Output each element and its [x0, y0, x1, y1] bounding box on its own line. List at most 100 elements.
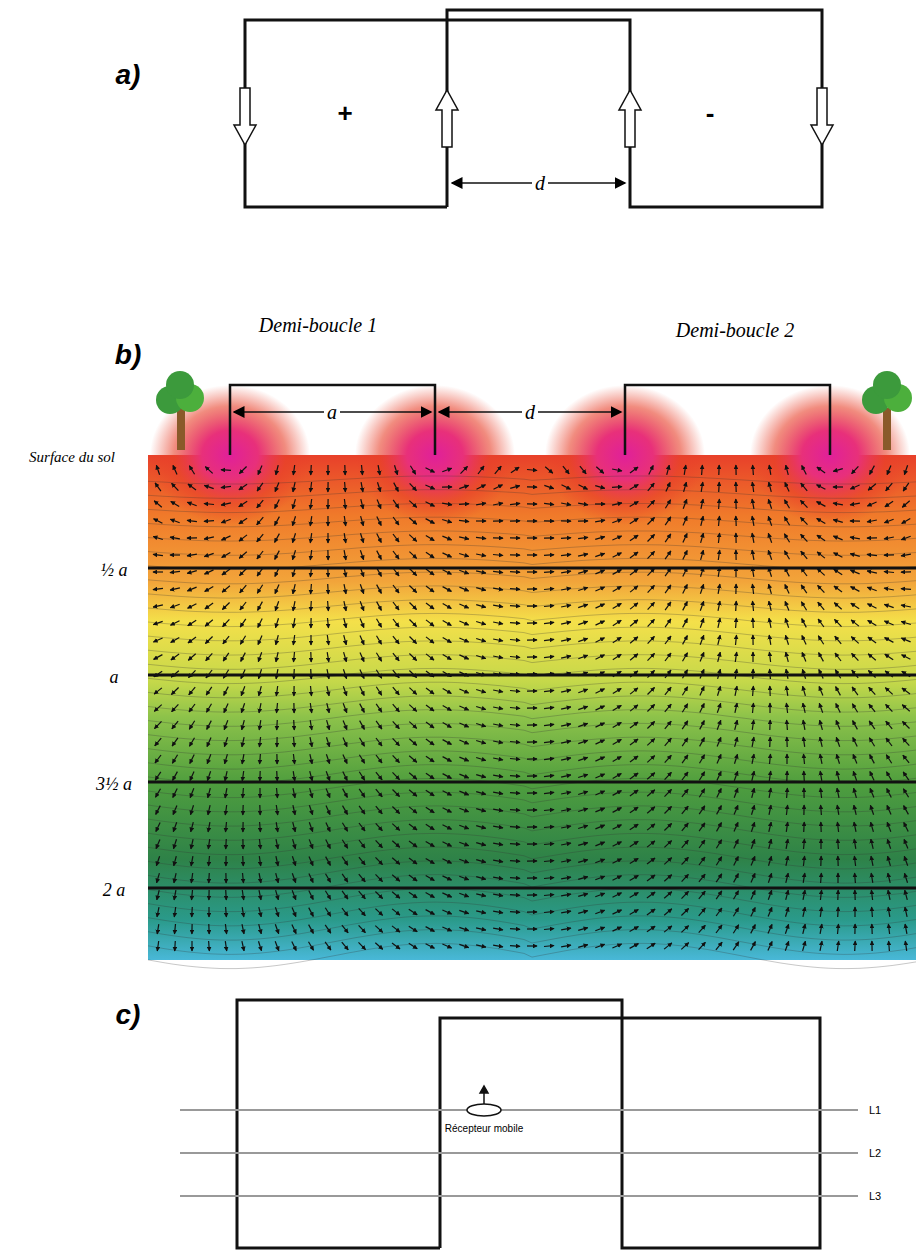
- field-arrow: [344, 516, 345, 526]
- panel-letter: b): [115, 340, 141, 371]
- field-arrow: [426, 637, 434, 643]
- field-arrow: [751, 908, 755, 917]
- field-arrow: [544, 571, 554, 573]
- contour-line: [148, 517, 916, 527]
- field-arrow: [817, 535, 825, 541]
- field-arrow: [476, 588, 486, 591]
- field-arrow: [716, 857, 721, 865]
- field-arrow: [683, 551, 687, 560]
- field-arrow: [718, 618, 720, 628]
- field-arrow: [544, 724, 554, 725]
- field-arrow: [699, 789, 704, 797]
- field-arrow: [544, 946, 554, 947]
- field-arrow: [476, 877, 486, 880]
- field-arrow: [259, 856, 260, 866]
- field-arrow: [325, 942, 331, 950]
- contour-line: [148, 641, 916, 655]
- field-arrow: [360, 687, 364, 696]
- field-arrow: [221, 519, 230, 522]
- field-arrow: [734, 891, 739, 900]
- field-arrow: [376, 653, 381, 662]
- field-arrow: [171, 688, 178, 695]
- field-arrow: [596, 740, 605, 744]
- field-arrow: [240, 602, 246, 610]
- dimension-label: d: [522, 401, 538, 423]
- field-arrow: [325, 908, 330, 916]
- field-arrow: [613, 654, 621, 659]
- field-arrow: [409, 739, 416, 746]
- field-arrow: [527, 877, 537, 878]
- field-arrow: [527, 690, 537, 691]
- field-arrow: [293, 618, 295, 628]
- field-arrow: [189, 721, 194, 729]
- field-arrow: [174, 941, 176, 951]
- loop-a: [245, 10, 822, 207]
- field-arrow: [293, 550, 296, 560]
- field-arrow: [242, 941, 244, 951]
- field-arrow: [700, 755, 705, 764]
- field-arrow: [718, 601, 720, 611]
- field-arrow: [459, 485, 468, 488]
- field-arrow: [310, 465, 312, 475]
- field-arrow: [735, 584, 736, 594]
- field-arrow: [476, 503, 486, 505]
- field-arrow: [785, 601, 789, 610]
- field-arrow: [801, 602, 806, 611]
- field-arrow: [409, 773, 417, 779]
- contour-line: [148, 875, 916, 898]
- field-arrow: [578, 757, 587, 760]
- contour-line: [148, 558, 916, 569]
- field-arrow: [510, 725, 520, 726]
- field-arrow: [817, 502, 826, 507]
- field-arrow: [207, 721, 212, 730]
- field-arrow: [208, 839, 209, 849]
- field-arrow: [700, 738, 705, 747]
- field-arrow: [293, 720, 295, 730]
- field-arrow: [276, 771, 278, 781]
- field-arrow: [684, 482, 687, 492]
- field-arrow: [820, 720, 823, 730]
- field-arrow: [155, 721, 162, 728]
- field-arrow: [293, 788, 295, 798]
- field-arrow: [310, 737, 312, 747]
- field-arrow: [613, 757, 622, 762]
- field-arrow: [544, 929, 554, 930]
- field-arrow: [785, 585, 789, 594]
- field-arrow: [191, 873, 192, 883]
- field-arrow: [786, 465, 789, 475]
- field-arrow: [683, 636, 688, 645]
- field-arrow: [700, 584, 703, 593]
- field-arrow: [459, 604, 468, 608]
- field-arrow: [700, 618, 703, 627]
- field-arrow: [510, 809, 520, 811]
- field-arrow: [769, 788, 771, 798]
- field-arrow: [188, 637, 196, 643]
- field-arrow: [578, 689, 587, 692]
- field-arrow: [360, 618, 364, 627]
- field-arrow: [276, 635, 279, 645]
- field-arrow: [884, 604, 893, 607]
- field-arrow: [578, 723, 587, 726]
- field-arrow: [222, 603, 229, 610]
- field-arrow: [223, 636, 229, 644]
- contour-line: [148, 737, 916, 755]
- field-arrow: [834, 586, 842, 592]
- field-arrow: [561, 707, 571, 709]
- field-arrow: [293, 703, 294, 713]
- field-arrow: [648, 602, 655, 609]
- field-arrow: [665, 738, 672, 746]
- field-arrow: [157, 907, 159, 917]
- field-arrow: [527, 826, 537, 827]
- field-arrow: [459, 689, 468, 693]
- field-arrow: [174, 856, 177, 866]
- field-arrow: [648, 500, 655, 507]
- field-arrow: [426, 535, 434, 540]
- field-arrow: [665, 755, 672, 762]
- field-arrow: [493, 775, 503, 777]
- field-arrow: [310, 771, 313, 781]
- field-arrow: [871, 924, 873, 934]
- field-arrow: [292, 856, 295, 865]
- field-arrow: [751, 942, 756, 951]
- field-arrow: [204, 485, 213, 488]
- field-arrow: [309, 856, 313, 865]
